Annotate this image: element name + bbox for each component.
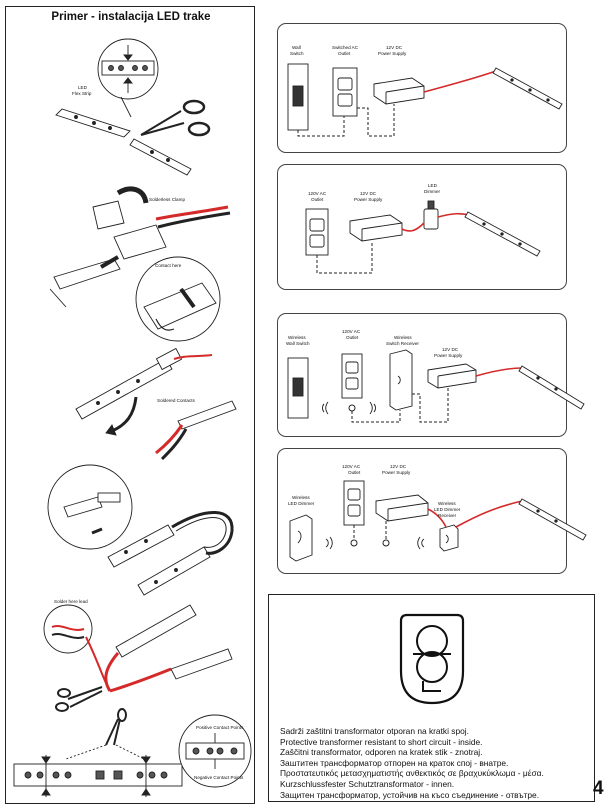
positive-contact-points-label: Positive Contact Points	[196, 725, 244, 730]
warning-line: Защитен трансформатор, устойчив на късо …	[280, 789, 540, 800]
installation-panel: Primer - instalacija LED trake LED Flex …	[5, 6, 255, 804]
svg-text:Outlet: Outlet	[348, 470, 361, 475]
signal-icon	[322, 401, 376, 415]
led-strip-icon	[427, 498, 587, 541]
transformer-warning-box: Sadrži zaštitni transformator otporan na…	[268, 594, 595, 802]
svg-text:12V DC: 12V DC	[386, 45, 403, 50]
svg-text:120V AC: 120V AC	[342, 329, 361, 334]
signal-icon	[325, 536, 425, 550]
power-supply-icon	[349, 214, 403, 242]
wiring-diagram-wireless-switch: Wireless Wall Switch 120V AC Outlet Wire…	[277, 313, 585, 437]
svg-text:Wireless: Wireless	[292, 495, 310, 500]
warning-line: Προστατευτικός μετασχηματιστής ανθεκτικό…	[280, 768, 544, 779]
svg-text:Switch Receiver: Switch Receiver	[386, 341, 419, 346]
led-strip-icon	[423, 67, 563, 110]
outlet-icon	[332, 67, 358, 117]
power-supply-icon	[427, 363, 477, 389]
wiring-diagram-led-dimmer: 120V AC Outlet 12V DC Power Supply LED D…	[277, 164, 567, 290]
svg-text:12V DC: 12V DC	[360, 191, 377, 196]
svg-text:Flex Strip: Flex Strip	[72, 91, 92, 96]
svg-text:Power Supply: Power Supply	[434, 353, 463, 358]
outlet-icon	[343, 480, 365, 526]
led-strip-icon	[475, 365, 585, 410]
wireless-switch-icon	[287, 357, 309, 419]
svg-text:LED Dimmer: LED Dimmer	[288, 501, 315, 506]
warning-line: Sadrži zaštitni transformator otporan na…	[280, 726, 469, 736]
step-jumper-connection	[47, 464, 234, 596]
svg-text:Wireless: Wireless	[438, 501, 456, 506]
step-cut-strip	[55, 38, 211, 176]
receiver-icon	[389, 349, 413, 411]
led-flex-strip-label: LED Flex Strip	[72, 85, 92, 96]
short-circuit-proof-transformer-icon	[399, 613, 465, 705]
outlet-icon	[305, 208, 329, 256]
svg-text:LED Dimmer: LED Dimmer	[434, 507, 461, 512]
warning-line: Zaščitni transformator, odporen na krate…	[280, 747, 483, 758]
svg-text:120V AC: 120V AC	[342, 464, 361, 469]
svg-text:Wireless: Wireless	[394, 335, 412, 340]
svg-text:12V DC: 12V DC	[442, 347, 459, 352]
svg-text:Switched AC: Switched AC	[332, 45, 359, 50]
receiver-icon	[439, 524, 459, 552]
power-supply-icon	[375, 494, 429, 522]
contact-here-label: Contact here	[155, 263, 182, 268]
soldered-contacts-label: Soldered Contacts	[157, 398, 195, 403]
svg-text:LED: LED	[428, 183, 438, 188]
page-number: 4	[593, 778, 604, 799]
wiring-diagram-wireless-dimmer: Wireless LED Dimmer 120V AC Outlet 12V D…	[277, 448, 587, 574]
svg-text:Switch: Switch	[290, 51, 304, 56]
svg-text:Outlet: Outlet	[346, 335, 359, 340]
svg-text:Wall Switch: Wall Switch	[286, 341, 310, 346]
led-strip-icon	[401, 211, 541, 257]
outlet-icon	[341, 353, 363, 399]
wall-switch-icon	[287, 63, 309, 131]
plug-icon-2	[382, 539, 390, 547]
step-contact-points	[13, 708, 252, 797]
svg-text:LED: LED	[78, 85, 88, 90]
negative-contact-points-label: Negative Contact Points	[194, 775, 244, 780]
svg-text:Wireless: Wireless	[288, 335, 306, 340]
plug-icon	[348, 404, 356, 412]
step-soldered-contacts	[75, 347, 237, 461]
svg-text:Outlet: Outlet	[338, 51, 351, 56]
svg-text:12V DC: 12V DC	[390, 464, 407, 469]
power-supply-icon	[373, 77, 425, 105]
warning-list: Sadrži zaštitni transformator otporan na…	[280, 726, 600, 800]
svg-text:Power Supply: Power Supply	[382, 470, 411, 475]
step-wire-splice	[43, 604, 233, 712]
warning-line: Kurzschlussfester Schutztransformator - …	[280, 778, 455, 789]
panel-title: Primer - instalacija LED trake	[51, 11, 211, 23]
wiring-diagram-switched-outlet: Wall Switch Switched AC Outlet 12V DC Po…	[277, 23, 567, 153]
step-solderless-clamp	[49, 186, 231, 342]
svg-text:Receiver: Receiver	[438, 513, 457, 518]
solderless-clamp-label: Solderless Clamp	[149, 197, 185, 202]
wireless-dimmer-icon	[289, 514, 313, 562]
warning-line: Заштитен трансформатор отпорен на краток…	[280, 757, 509, 768]
svg-text:Outlet: Outlet	[311, 197, 324, 202]
warning-line: Protective transformer resistant to shor…	[280, 736, 483, 747]
svg-text:Power Supply: Power Supply	[354, 197, 383, 202]
svg-text:120V AC: 120V AC	[308, 191, 327, 196]
solder-here-label: Solder here lead	[54, 599, 88, 604]
svg-text:Dimmer: Dimmer	[424, 189, 441, 194]
svg-text:Power Supply: Power Supply	[378, 51, 407, 56]
installation-illustrations: LED Flex Strip Solderless Clamp Contact …	[13, 38, 252, 797]
svg-text:Wall: Wall	[292, 45, 301, 50]
plug-icon	[350, 539, 358, 547]
dimmer-icon	[423, 200, 439, 230]
